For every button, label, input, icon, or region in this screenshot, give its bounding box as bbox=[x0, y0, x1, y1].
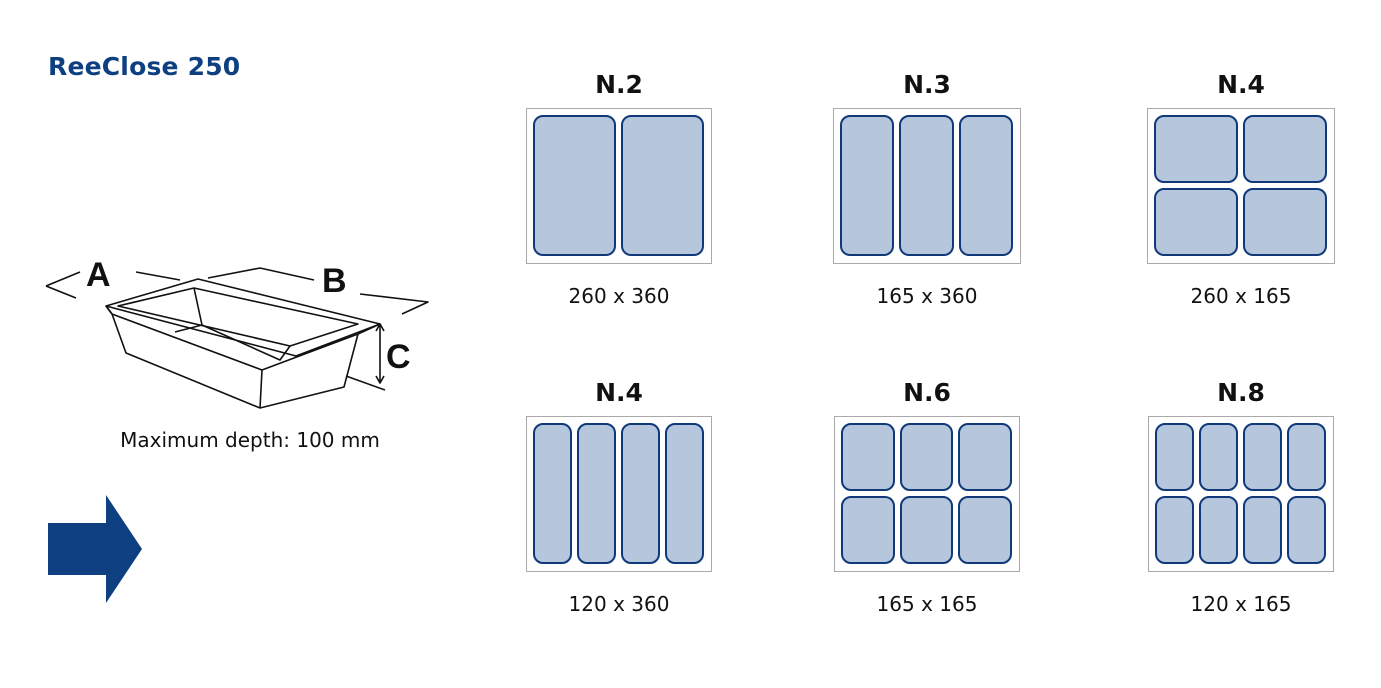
config-dimensions: 165 x 165 bbox=[876, 592, 978, 616]
tray-diagram: A B C bbox=[45, 256, 429, 409]
arrow-right-icon bbox=[48, 495, 142, 603]
compartment bbox=[1154, 115, 1238, 183]
config-name: N.2 bbox=[595, 70, 643, 99]
divider-frame bbox=[526, 108, 712, 264]
config-name: N.8 bbox=[1217, 378, 1265, 407]
config-3: N.4 260 x 165 bbox=[1111, 70, 1371, 308]
tray-body bbox=[105, 305, 359, 409]
config-name: N.6 bbox=[903, 378, 951, 407]
compartment bbox=[1287, 496, 1326, 564]
compartment bbox=[1199, 423, 1238, 491]
tray-inner-floor bbox=[193, 287, 291, 361]
compartment bbox=[1243, 115, 1327, 183]
config-dimensions: 120 x 165 bbox=[1190, 592, 1292, 616]
tray-rim-inner bbox=[117, 287, 359, 347]
compartment bbox=[1243, 496, 1282, 564]
config-6: N.8 120 x 165 bbox=[1111, 378, 1371, 616]
compartment bbox=[621, 115, 704, 256]
compartment bbox=[1243, 188, 1327, 256]
compartment bbox=[1154, 188, 1238, 256]
config-name: N.3 bbox=[903, 70, 951, 99]
compartment bbox=[577, 423, 616, 564]
max-depth-note: Maximum depth: 100 mm bbox=[120, 428, 380, 452]
compartment bbox=[841, 423, 895, 491]
divider-frame bbox=[834, 416, 1020, 572]
compartment bbox=[958, 115, 1013, 256]
config-name: N.4 bbox=[595, 378, 643, 407]
compartment bbox=[665, 423, 704, 564]
config-dimensions: 120 x 360 bbox=[568, 592, 670, 616]
divider-frame bbox=[833, 108, 1021, 264]
config-5: N.6 165 x 165 bbox=[797, 378, 1057, 616]
config-1: N.2 260 x 360 bbox=[489, 70, 749, 308]
dimension-b-line bbox=[207, 267, 315, 281]
label-b: B bbox=[322, 262, 347, 300]
compartment bbox=[899, 115, 954, 256]
compartment bbox=[1199, 496, 1238, 564]
compartment bbox=[1287, 423, 1326, 491]
compartment bbox=[840, 115, 895, 256]
label-a: A bbox=[86, 256, 111, 294]
label-c: C bbox=[386, 338, 411, 376]
compartment bbox=[899, 423, 954, 491]
config-4: N.4 120 x 360 bbox=[489, 378, 749, 616]
config-name: N.4 bbox=[1217, 70, 1265, 99]
config-2: N.3 165 x 360 bbox=[797, 70, 1057, 308]
compartment bbox=[899, 496, 954, 564]
compartment bbox=[1243, 423, 1282, 491]
compartment bbox=[533, 115, 616, 256]
compartment bbox=[958, 496, 1012, 564]
config-dimensions: 260 x 360 bbox=[568, 284, 670, 308]
config-dimensions: 260 x 165 bbox=[1190, 284, 1292, 308]
product-title: ReeClose 250 bbox=[48, 52, 241, 81]
config-dimensions: 165 x 360 bbox=[876, 284, 978, 308]
compartment bbox=[841, 496, 895, 564]
compartment bbox=[958, 423, 1012, 491]
compartment bbox=[1155, 423, 1194, 491]
compartment bbox=[621, 423, 660, 564]
divider-frame bbox=[1147, 108, 1335, 264]
divider-frame bbox=[1148, 416, 1334, 572]
divider-frame bbox=[526, 416, 712, 572]
dimension-a-line bbox=[45, 271, 81, 287]
compartment bbox=[533, 423, 572, 564]
compartment bbox=[1155, 496, 1194, 564]
